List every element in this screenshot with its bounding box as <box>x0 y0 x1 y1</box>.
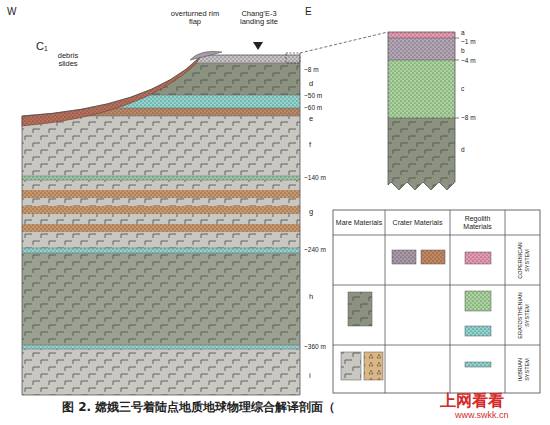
unit-letter: b <box>461 47 465 54</box>
regolith-dots <box>22 206 300 214</box>
swatch <box>465 291 491 311</box>
inset-column <box>388 32 455 195</box>
layer-f <box>22 116 300 176</box>
paleo-regolith <box>22 95 300 108</box>
swatch-texture <box>341 352 361 380</box>
unit-letter: i <box>309 372 311 380</box>
table-header: Regolith Materials <box>451 211 504 234</box>
inset-outline <box>388 32 455 190</box>
layer-boundary <box>22 63 300 349</box>
swatch-dots <box>465 291 491 311</box>
brick-texture <box>22 116 300 176</box>
depth-label: ~60 m <box>304 104 322 111</box>
strata <box>22 40 300 395</box>
system-label: ERATOSTHENIAN SYSTEM <box>506 287 539 343</box>
zoom-line <box>300 32 388 53</box>
unit-letter: c <box>461 85 464 92</box>
figure-caption: 图 2. 嫦娥三号着陆点地质地球物理综合解译剖面（ <box>62 399 335 416</box>
unit-letter: f <box>309 141 311 149</box>
table-grid <box>333 210 540 393</box>
unit-letter: d <box>309 80 313 88</box>
regolith-dots <box>22 176 300 180</box>
watermark: 上网看看 <box>440 392 504 410</box>
regolith-dots <box>22 190 300 198</box>
feature-label: overturned rim flap <box>168 10 222 27</box>
depth-label: ~140 m <box>304 174 326 181</box>
direction-letter: E <box>305 6 312 17</box>
swatch-texture <box>364 352 383 380</box>
depth-label: ~1 m <box>461 38 476 45</box>
depth-label: ~360 m <box>304 343 326 350</box>
rim-flap <box>190 51 222 60</box>
swatch-dots <box>465 362 491 367</box>
swatch-dots <box>421 250 445 264</box>
depth-label: ~240 m <box>304 246 326 253</box>
regolith-dots <box>22 345 300 349</box>
depth-label: ~50 m <box>304 92 322 99</box>
depth-label: ~4 m <box>461 57 476 64</box>
crater-band <box>22 190 300 198</box>
swatch <box>341 352 361 380</box>
unit-letter: a <box>461 29 465 36</box>
regolith-dots <box>22 224 300 232</box>
brick-texture <box>22 349 300 395</box>
paleo-regolith <box>22 176 300 180</box>
site-label: Chang'E-3 landing site <box>230 10 288 27</box>
swatch-texture <box>348 292 372 326</box>
swatch <box>465 252 491 264</box>
swatch-dots <box>392 250 416 264</box>
depth-tick <box>455 38 459 118</box>
crater-band <box>22 224 300 232</box>
swatch-dots <box>465 252 491 264</box>
unit-letter: e <box>309 115 313 123</box>
watermark: www.swkk.cn <box>455 411 509 421</box>
regolith-dots <box>388 32 455 118</box>
legend-table <box>333 210 540 393</box>
swatch <box>465 362 491 367</box>
layer-h <box>22 253 300 345</box>
crater-band <box>22 206 300 214</box>
regolith-dots <box>22 95 300 108</box>
unit-letter: d <box>461 146 465 153</box>
section-outline <box>22 55 300 395</box>
unit-letter: h <box>309 293 313 301</box>
table-header: Crater Materials <box>386 211 449 234</box>
feature-label: debris slides <box>50 52 86 69</box>
brick-texture <box>22 180 300 248</box>
unit-letter: g <box>309 208 313 216</box>
table-frame <box>333 210 540 393</box>
paleo-regolith <box>22 345 300 349</box>
layer-g <box>22 180 300 248</box>
swatch-dots <box>465 326 491 336</box>
regolith-dots <box>22 57 200 126</box>
debris-slides <box>22 57 200 126</box>
swatch <box>421 250 445 264</box>
landing-marker <box>253 42 263 50</box>
table-header: Mare Materials <box>334 211 384 234</box>
depth-label: ~8 m <box>304 66 319 73</box>
layer-boundary <box>388 38 455 118</box>
swatch <box>348 292 372 326</box>
swatch <box>465 326 491 336</box>
system-label: COPERNICAN SYSTEM <box>506 237 539 283</box>
swatch <box>364 352 383 380</box>
depth-label: ~8 m <box>461 114 476 121</box>
layer-i <box>22 349 300 395</box>
zoom-box <box>286 53 300 63</box>
crater-name: C₁ <box>36 40 48 52</box>
swatch <box>392 250 416 264</box>
paleo-regolith <box>22 248 300 253</box>
system-label: IMBRIAN SYSTEM <box>506 346 539 392</box>
regolith-dots <box>22 248 300 253</box>
brick-texture <box>22 253 300 345</box>
direction-letter: W <box>7 6 16 17</box>
